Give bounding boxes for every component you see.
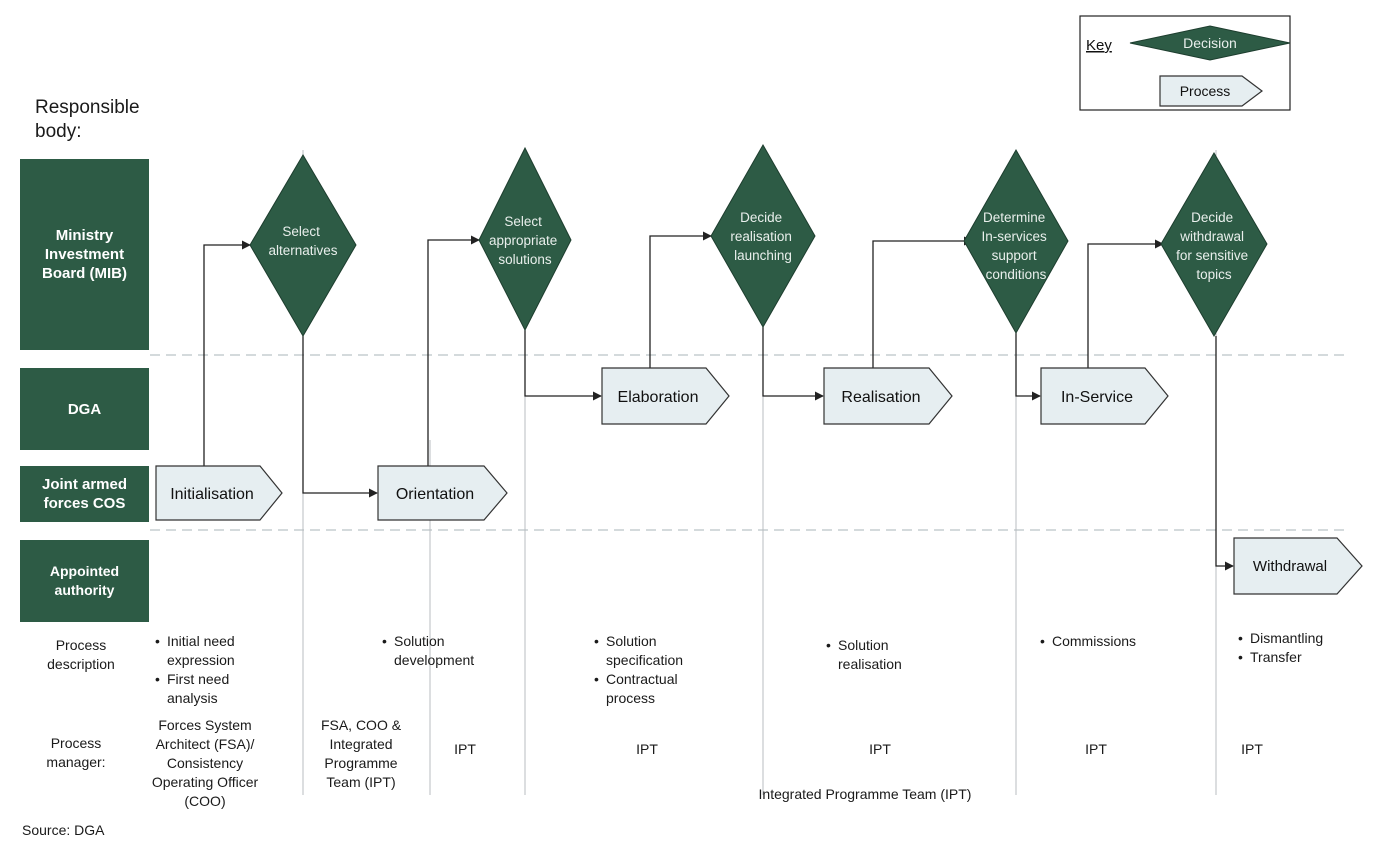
connector bbox=[1087, 239, 1164, 368]
process-chevron bbox=[601, 367, 730, 425]
decision-label: Determine bbox=[983, 210, 1045, 225]
svg-text:Decide realisation lau: Decide realisation launching bbox=[730, 210, 795, 263]
description-item: Commissions bbox=[1040, 632, 1180, 651]
manager-ipt: IPT bbox=[454, 741, 476, 757]
description-item: Dismantling bbox=[1238, 629, 1368, 648]
decision-label: conditions bbox=[986, 267, 1047, 282]
decision-diamond bbox=[249, 154, 357, 337]
svg-text:Select appropriate sol: Select appropriate solutions bbox=[489, 214, 561, 267]
decision-label: realisation bbox=[730, 229, 792, 244]
process-label: Elaboration bbox=[618, 389, 699, 406]
responsible-body-title: Responsible body: bbox=[35, 97, 140, 142]
decision-label: withdrawal bbox=[1179, 229, 1244, 244]
caption-line: description bbox=[47, 656, 115, 672]
process-chevron bbox=[1233, 537, 1363, 595]
process-description-label: Process description bbox=[35, 636, 127, 674]
decision-label: appropriate bbox=[489, 233, 557, 248]
description-in-service: Commissions bbox=[1040, 632, 1180, 651]
source-note: Source: DGA bbox=[22, 822, 105, 838]
manager-line: Consistency bbox=[166, 755, 244, 771]
connector bbox=[302, 336, 378, 498]
key-process-label: Process bbox=[1180, 83, 1231, 99]
decision-label: topics bbox=[1196, 267, 1232, 282]
connector bbox=[1215, 336, 1234, 571]
connector bbox=[649, 231, 712, 368]
lane-label-dga: DGA bbox=[20, 368, 149, 450]
process-label: Orientation bbox=[396, 486, 474, 503]
decision-label: solutions bbox=[498, 252, 552, 267]
process-label: Realisation bbox=[841, 389, 920, 406]
decision-diamond bbox=[963, 148, 1069, 335]
connector bbox=[762, 327, 824, 401]
decision-label: Decide bbox=[1191, 210, 1233, 225]
connector bbox=[427, 235, 480, 466]
key-title: Key bbox=[1086, 37, 1112, 54]
decision-label: for sensitive bbox=[1176, 248, 1248, 263]
manager-line: Integrated bbox=[329, 736, 393, 752]
manager-line: (COO) bbox=[184, 793, 226, 809]
manager-line: Architect (FSA)/ bbox=[155, 736, 255, 752]
decision-label: alternatives bbox=[268, 243, 337, 258]
caption-line: Process bbox=[50, 735, 102, 751]
connector bbox=[524, 330, 602, 401]
decision-diamond bbox=[710, 143, 816, 329]
key-process-chevron bbox=[1159, 75, 1263, 107]
svg-text:Select alternatives: Select alternatives bbox=[268, 224, 337, 258]
svg-text:Decide withdrawal for: Decide withdrawal for sensitive topics bbox=[1176, 210, 1252, 282]
manager-line: Forces System bbox=[158, 717, 252, 733]
manager-line: FSA, COO & bbox=[320, 717, 402, 733]
manager-ipt: IPT bbox=[1241, 741, 1263, 757]
manager-fsa-coo: Forces System Architect (FSA)/ Consisten… bbox=[140, 716, 270, 811]
connector bbox=[872, 236, 973, 368]
process-label: In-Service bbox=[1061, 389, 1133, 406]
process-chevron bbox=[1040, 367, 1169, 425]
lane-label-mib: Ministry Investment Board (MIB) bbox=[20, 159, 149, 350]
manager-ipt: IPT bbox=[636, 741, 658, 757]
manager-ipt: IPT bbox=[869, 741, 891, 757]
svg-text:Determine In-services: Determine In-services support conditions bbox=[981, 210, 1050, 282]
connector bbox=[203, 240, 251, 466]
decision-label: Select bbox=[504, 214, 542, 229]
process-chevron bbox=[377, 465, 508, 521]
manager-line: Team (IPT) bbox=[326, 774, 396, 790]
description-item: Transfer bbox=[1238, 648, 1368, 667]
decision-label: Decide bbox=[740, 210, 782, 225]
key-decision-diamond bbox=[1129, 25, 1291, 61]
process-label: Withdrawal bbox=[1253, 558, 1327, 575]
decision-label: Select bbox=[282, 224, 320, 239]
lane-label-cos: Joint armed forces COS bbox=[20, 466, 149, 522]
process-chevron bbox=[155, 465, 283, 521]
lane-label-appointed-authority: Appointed authority bbox=[20, 540, 149, 622]
manager-fsa-coo-ipt: FSA, COO & Integrated Programme Team (IP… bbox=[306, 716, 416, 792]
manager-line: Operating Officer bbox=[151, 774, 259, 790]
caption-line: Process bbox=[55, 637, 107, 653]
caption-line: manager: bbox=[46, 754, 106, 770]
manager-ipt: IPT bbox=[1085, 741, 1107, 757]
decision-label: launching bbox=[734, 248, 792, 263]
process-label: Initialisation bbox=[170, 486, 254, 503]
connector bbox=[1015, 333, 1041, 401]
process-manager-label: Process manager: bbox=[35, 734, 117, 772]
key-decision-label: Decision bbox=[1183, 35, 1237, 51]
description-withdrawal: Dismantling Transfer bbox=[1238, 629, 1368, 667]
decision-label: In-services bbox=[981, 229, 1047, 244]
decision-diamond bbox=[478, 146, 572, 332]
process-chevron bbox=[823, 367, 953, 425]
decision-diamond bbox=[1160, 152, 1268, 338]
ipt-footer: Integrated Programme Team (IPT) bbox=[758, 786, 972, 802]
manager-line: Programme bbox=[324, 755, 398, 771]
decision-label: support bbox=[992, 248, 1037, 263]
